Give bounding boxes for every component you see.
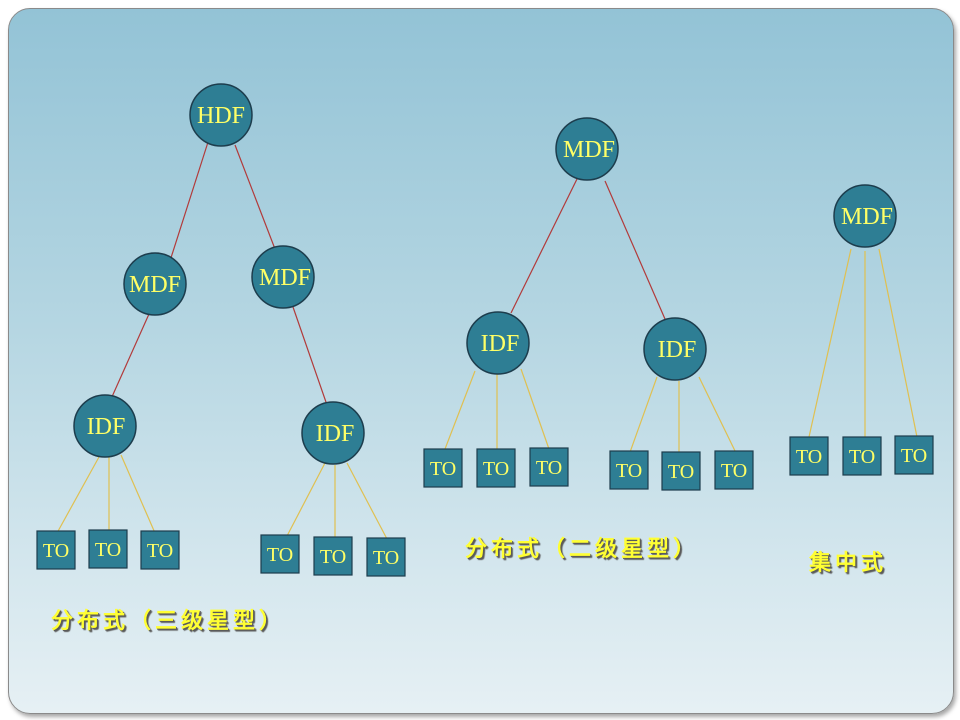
- node-label-idf-two-right: IDF: [658, 337, 697, 363]
- node-hdf: HDF: [189, 83, 253, 147]
- node-label-mdf-left: MDF: [129, 272, 181, 298]
- to-label: TO: [320, 546, 346, 568]
- to-label: TO: [616, 460, 642, 482]
- to-box: TO: [609, 450, 649, 490]
- to-box: TO: [842, 436, 882, 476]
- to-box: TO: [423, 448, 463, 488]
- caption-three-tier: 分布式（三级星型）: [51, 609, 286, 634]
- to-box: TO: [661, 451, 701, 491]
- to-box: TO: [313, 536, 353, 576]
- node-mdf-two: MDF: [555, 117, 619, 181]
- to-box: TO: [714, 450, 754, 490]
- to-label: TO: [796, 446, 822, 468]
- to-label: TO: [849, 446, 875, 468]
- to-box: TO: [260, 534, 300, 574]
- network-topology-diagram: HDF MDF MDF IDF IDF TO TO TO: [36, 83, 934, 577]
- to-label: TO: [668, 461, 694, 483]
- to-label: TO: [536, 457, 562, 479]
- to-box: TO: [529, 447, 569, 487]
- to-box: TO: [789, 436, 829, 476]
- edges-centralized: [808, 248, 918, 438]
- node-label-idf-two-left: IDF: [481, 331, 520, 357]
- node-mdf-right: MDF: [251, 245, 315, 309]
- node-idf-three-right: IDF: [301, 401, 365, 465]
- caption-centralized: 集中式: [809, 551, 888, 576]
- node-idf-three-left: IDF: [73, 394, 137, 458]
- to-label: TO: [373, 547, 399, 569]
- node-idf-two-left: IDF: [466, 311, 530, 375]
- to-box: TO: [894, 435, 934, 475]
- edges-two-tier: [444, 178, 738, 461]
- node-label-hdf: HDF: [197, 103, 245, 129]
- caption-two-tier: 分布式（二级星型）: [465, 537, 700, 562]
- to-label: TO: [147, 540, 173, 562]
- node-label-mdf-right: MDF: [259, 265, 311, 291]
- to-label: TO: [430, 458, 456, 480]
- node-idf-two-right: IDF: [643, 317, 707, 381]
- to-label: TO: [901, 445, 927, 467]
- node-label-mdf-centralized: MDF: [841, 204, 893, 230]
- node-label-mdf-two: MDF: [563, 137, 615, 163]
- to-label: TO: [721, 460, 747, 482]
- node-mdf-left: MDF: [123, 252, 187, 316]
- node-label-idf-three-left: IDF: [87, 414, 126, 440]
- to-box: TO: [476, 448, 516, 488]
- slide: HDF MDF MDF IDF IDF TO TO TO: [8, 8, 954, 714]
- to-box: TO: [140, 530, 180, 570]
- to-label: TO: [43, 540, 69, 562]
- to-label: TO: [95, 539, 121, 561]
- to-box: TO: [366, 537, 406, 577]
- node-mdf-centralized: MDF: [833, 184, 897, 248]
- to-box: TO: [36, 530, 76, 570]
- node-label-idf-three-right: IDF: [316, 421, 355, 447]
- to-box: TO: [88, 529, 128, 569]
- to-label: TO: [483, 458, 509, 480]
- to-label: TO: [267, 544, 293, 566]
- edges-three-tier: [56, 138, 388, 540]
